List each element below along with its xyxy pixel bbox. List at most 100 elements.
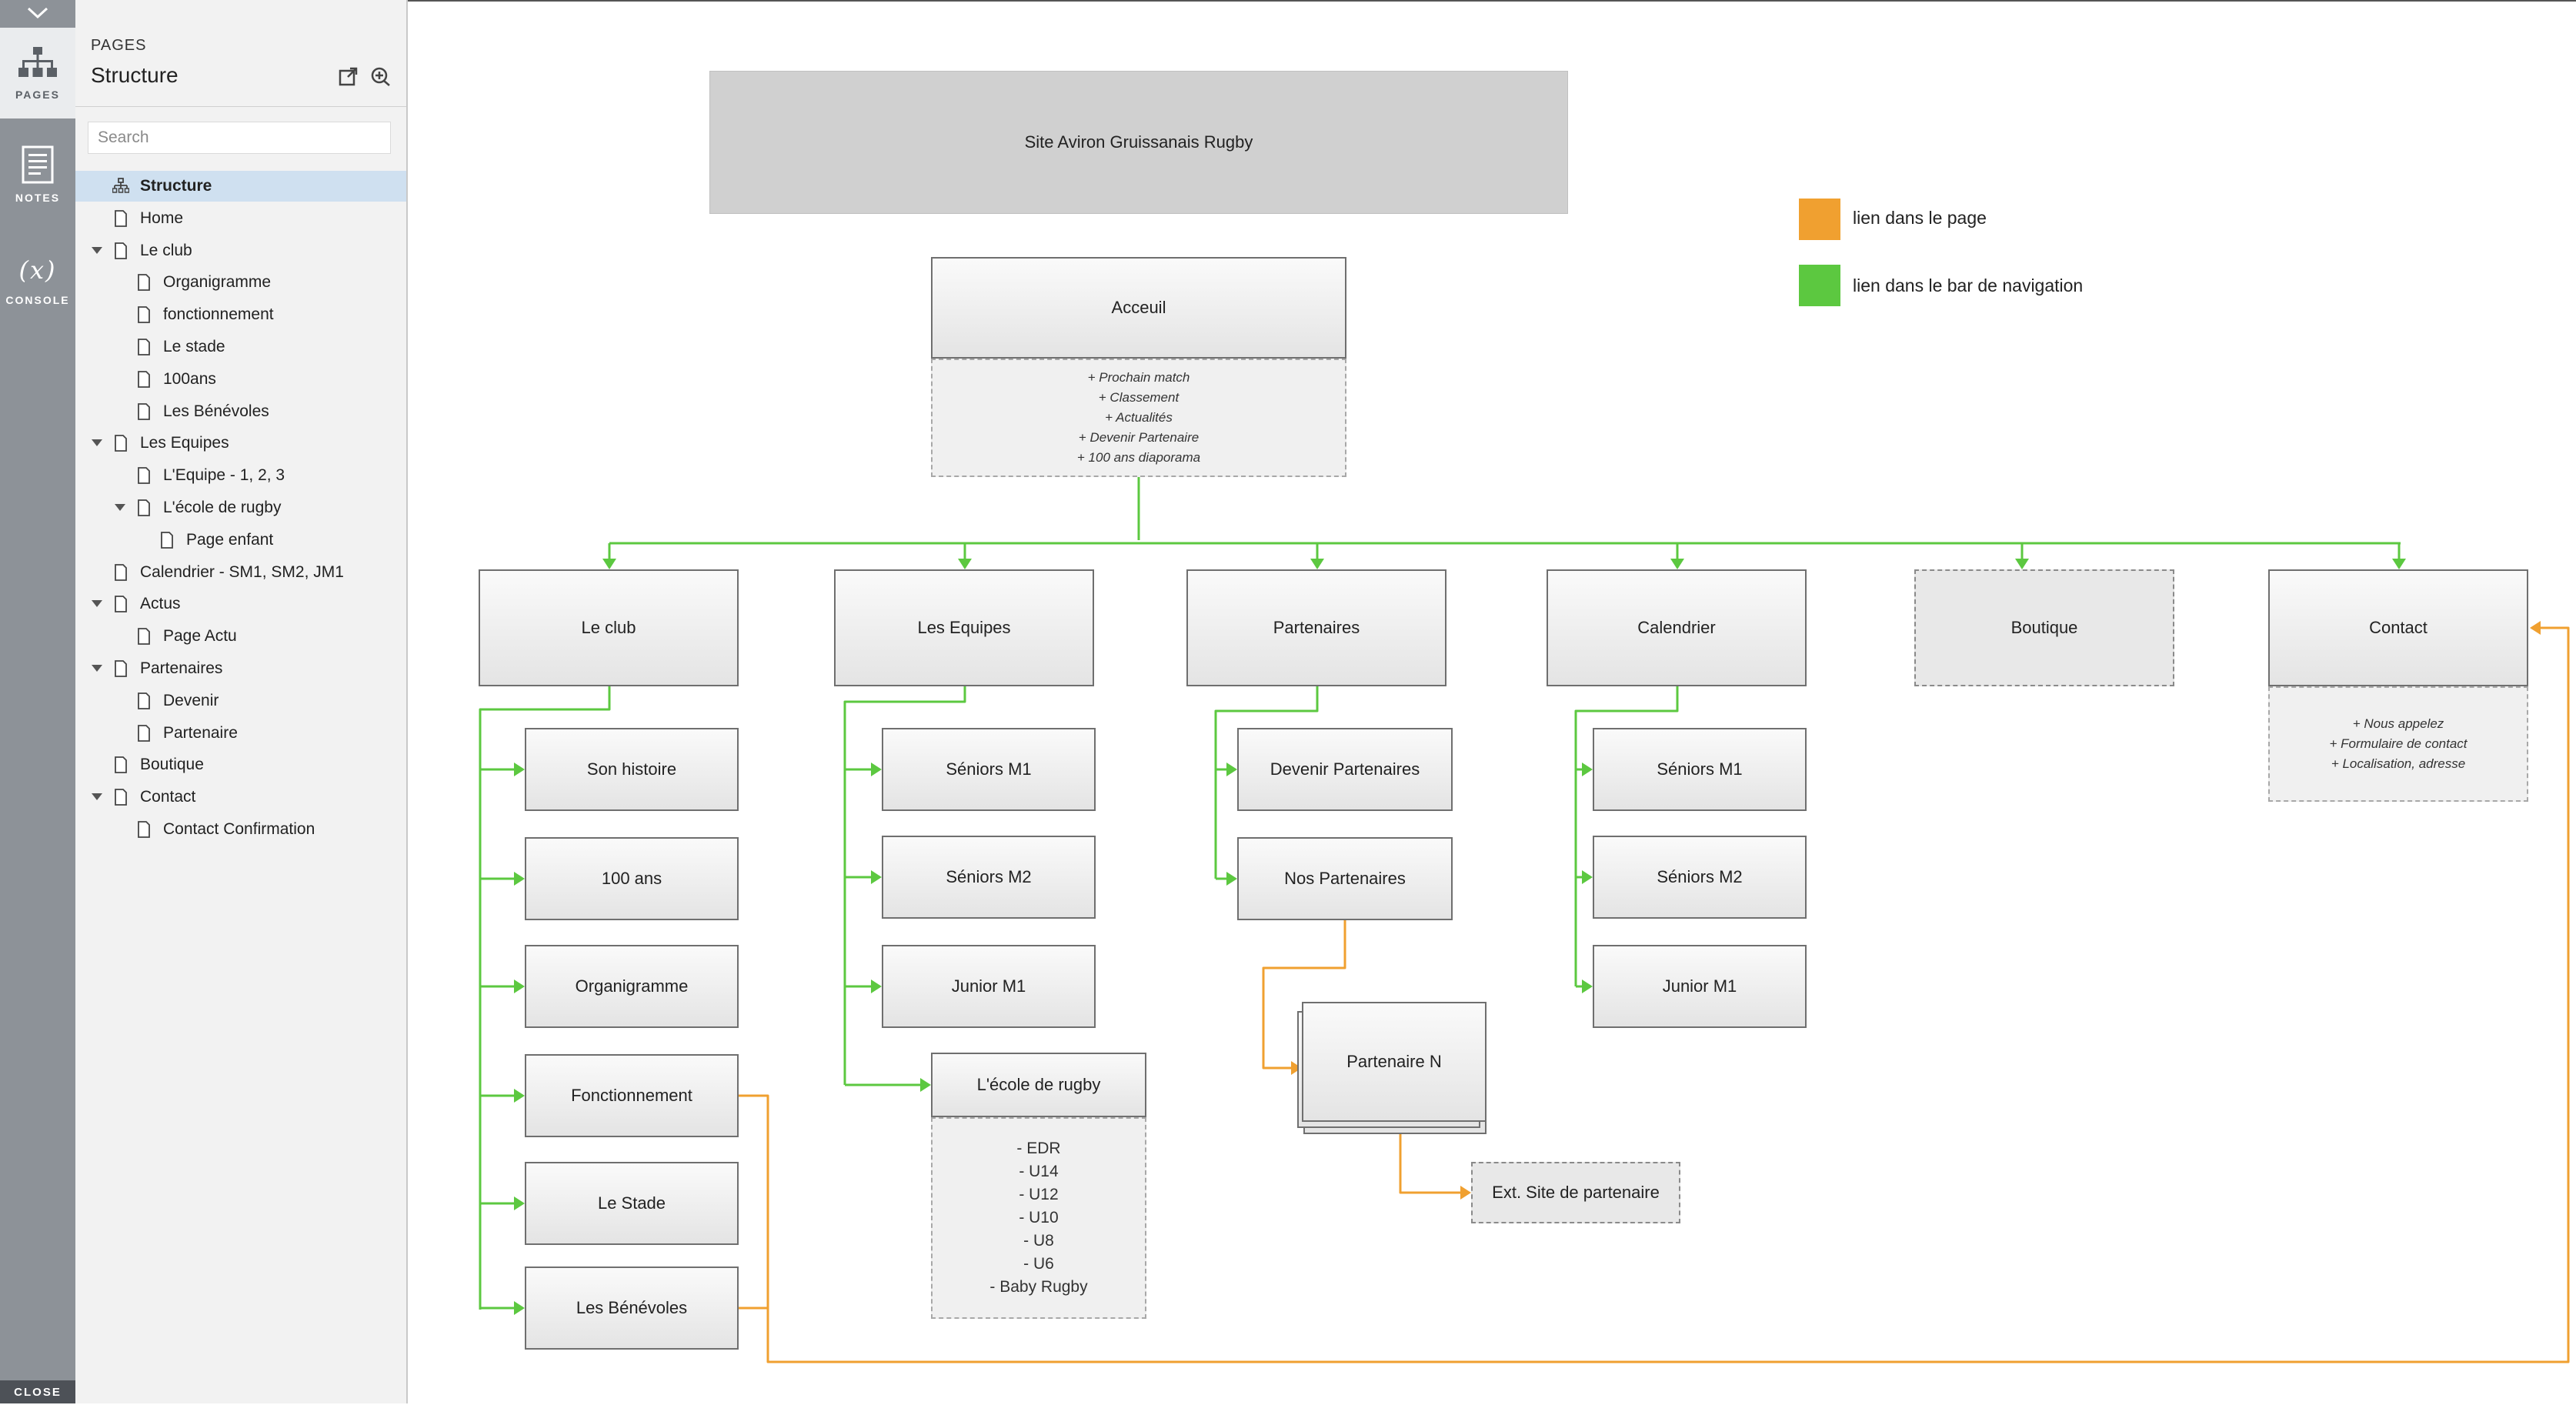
tree-item-label: 100ans bbox=[163, 369, 216, 388]
search-input[interactable] bbox=[88, 122, 391, 154]
connector-arrowhead bbox=[1582, 763, 1593, 776]
page-100-ans[interactable]: 100 ans bbox=[525, 837, 739, 920]
tree-indent-spacer bbox=[112, 372, 128, 387]
category-item: - U10 bbox=[1019, 1209, 1059, 1226]
page-icon bbox=[135, 466, 152, 486]
tree-item-label: L'école de rugby bbox=[163, 499, 282, 516]
page-le-stade[interactable]: Le Stade bbox=[525, 1162, 739, 1245]
close-button[interactable]: CLOSE bbox=[0, 1380, 75, 1403]
page-calendrier-seniors-m1[interactable]: Séniors M1 bbox=[1593, 728, 1807, 811]
connector-arrowhead bbox=[958, 559, 972, 569]
category-item: - Baby Rugby bbox=[989, 1278, 1088, 1296]
tree-item[interactable]: fonctionnement bbox=[75, 299, 406, 330]
tree-item[interactable]: Partenaires bbox=[75, 653, 406, 684]
expand-arrow-icon[interactable] bbox=[89, 243, 105, 259]
tree-item[interactable]: Page Actu bbox=[75, 621, 406, 652]
home-page-box[interactable]: Acceuil bbox=[931, 257, 1346, 359]
page-les-benevoles[interactable]: Les Bénévoles bbox=[525, 1267, 739, 1350]
connector-fonctionnement-to-contact bbox=[739, 626, 2570, 1363]
tree-item[interactable]: Calendrier - SM1, SM2, JM1 bbox=[75, 557, 406, 588]
expand-arrow-icon[interactable] bbox=[89, 661, 105, 676]
tree-item[interactable]: Page enfant bbox=[75, 525, 406, 556]
add-page-button[interactable] bbox=[337, 65, 360, 88]
page-icon bbox=[135, 626, 152, 646]
page-icon bbox=[135, 402, 152, 422]
connector-calendrier-spine bbox=[1574, 686, 1679, 986]
page-son-histoire[interactable]: Son histoire bbox=[525, 728, 739, 811]
tree-item[interactable]: Home bbox=[75, 203, 406, 234]
expand-arrow-icon[interactable] bbox=[89, 596, 105, 612]
tree-item-label: Le club bbox=[140, 241, 192, 259]
connector-arrowhead bbox=[871, 979, 882, 993]
expand-arrow-icon[interactable] bbox=[112, 500, 128, 516]
page-equipes-junior-m1[interactable]: Junior M1 bbox=[882, 945, 1096, 1028]
page-equipes-seniors-m1[interactable]: Séniors M1 bbox=[882, 728, 1096, 811]
tree-item-label: Partenaires bbox=[140, 659, 223, 677]
section-calendrier[interactable]: Calendrier bbox=[1547, 569, 1807, 686]
site-title-box[interactable]: Site Aviron Gruissanais Rugby bbox=[709, 71, 1568, 214]
tree-item[interactable]: Structure bbox=[75, 171, 406, 202]
tree-item[interactable]: L'école de rugby bbox=[75, 492, 406, 523]
page-partenaire-n[interactable]: Partenaire N bbox=[1302, 1002, 1487, 1122]
tab-notes-label: NOTES bbox=[15, 192, 61, 204]
connector-arrowhead bbox=[514, 763, 525, 776]
section-boutique[interactable]: Boutique bbox=[1914, 569, 2174, 686]
note-line: + Actualités bbox=[1105, 410, 1173, 425]
collapse-toggle[interactable] bbox=[0, 0, 75, 26]
tree-item[interactable]: Les Equipes bbox=[75, 428, 406, 459]
tree-item[interactable]: L'Equipe - 1, 2, 3 bbox=[75, 460, 406, 491]
panel-divider bbox=[75, 106, 406, 107]
connector-arrowhead bbox=[1226, 763, 1237, 776]
tree-item[interactable]: 100ans bbox=[75, 364, 406, 395]
expand-arrow-icon[interactable] bbox=[89, 436, 105, 451]
page-icon bbox=[135, 369, 152, 389]
tab-console[interactable]: (x) CONSOLE bbox=[0, 235, 75, 326]
tab-pages[interactable]: PAGES bbox=[0, 28, 75, 118]
svg-text:(x): (x) bbox=[18, 255, 56, 285]
sitemap-icon bbox=[18, 47, 57, 77]
connector-arrowhead bbox=[514, 872, 525, 886]
page-icon bbox=[112, 241, 129, 261]
legend-label-orange: lien dans le page bbox=[1853, 208, 1987, 228]
tree-indent-spacer bbox=[112, 275, 128, 290]
tab-notes[interactable]: NOTES bbox=[0, 129, 75, 220]
page-ecole-de-rugby[interactable]: L'école de rugby bbox=[931, 1053, 1146, 1117]
tree-item[interactable]: Actus bbox=[75, 589, 406, 619]
tree-item-label: Structure bbox=[140, 177, 212, 195]
section-le-club[interactable]: Le club bbox=[479, 569, 739, 686]
connector-arrowhead bbox=[920, 1078, 931, 1092]
tree-item[interactable]: Devenir bbox=[75, 686, 406, 716]
tree-item[interactable]: Le club bbox=[75, 235, 406, 266]
tree-item[interactable]: Contact Confirmation bbox=[75, 814, 406, 845]
tree-item[interactable]: Partenaire bbox=[75, 718, 406, 749]
page-nos-partenaires[interactable]: Nos Partenaires bbox=[1237, 837, 1453, 920]
connector-arrowhead bbox=[2530, 621, 2541, 635]
external-partner-site[interactable]: Ext. Site de partenaire bbox=[1471, 1162, 1680, 1223]
expand-arrow-icon[interactable] bbox=[89, 789, 105, 805]
tree-item[interactable]: Organigramme bbox=[75, 267, 406, 298]
category-item: - U12 bbox=[1019, 1186, 1059, 1203]
page-organigramme[interactable]: Organigramme bbox=[525, 945, 739, 1028]
section-les-equipes[interactable]: Les Equipes bbox=[834, 569, 1094, 686]
connector-layer bbox=[479, 477, 2570, 1363]
tree-item[interactable]: Les Bénévoles bbox=[75, 396, 406, 427]
section-partenaires[interactable]: Partenaires bbox=[1186, 569, 1446, 686]
page-calendrier-junior-m1[interactable]: Junior M1 bbox=[1593, 945, 1807, 1028]
add-folder-button[interactable] bbox=[369, 65, 392, 88]
tree-item[interactable]: Boutique bbox=[75, 749, 406, 780]
tree-item[interactable]: Le stade bbox=[75, 332, 406, 362]
tree-item-label: Boutique bbox=[140, 756, 204, 774]
page-calendrier-seniors-m2[interactable]: Séniors M2 bbox=[1593, 836, 1807, 919]
legend-label-green: lien dans le bar de navigation bbox=[1853, 275, 2084, 295]
tree-indent-spacer bbox=[112, 468, 128, 483]
section-contact[interactable]: Contact bbox=[2268, 569, 2528, 686]
tree-item[interactable]: Contact bbox=[75, 782, 406, 813]
page-equipes-seniors-m2[interactable]: Séniors M2 bbox=[882, 836, 1096, 919]
connector-arrowhead bbox=[602, 559, 616, 569]
tree-item-label: Page enfant bbox=[186, 530, 274, 549]
page-devenir-partenaires[interactable]: Devenir Partenaires bbox=[1237, 728, 1453, 811]
page-fonctionnement[interactable]: Fonctionnement bbox=[525, 1054, 739, 1137]
tree-indent-spacer bbox=[89, 757, 105, 773]
category-item: - U14 bbox=[1019, 1163, 1059, 1180]
page-icon bbox=[112, 755, 129, 775]
